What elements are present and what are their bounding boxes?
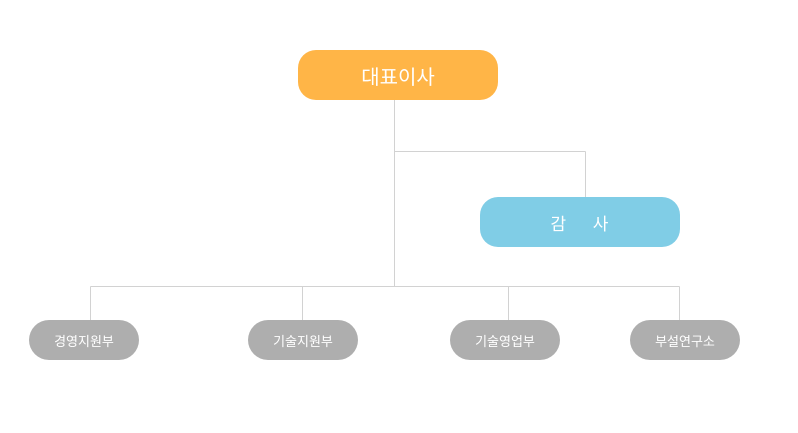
department-node-technical-support: 기술지원부 [248, 320, 358, 360]
ceo-node: 대표이사 [298, 50, 498, 100]
department-label: 기술지원부 [273, 334, 333, 350]
department-node-technical-sales: 기술영업부 [450, 320, 560, 360]
ceo-label: 대표이사 [361, 64, 435, 89]
auditor-node: 감 사 [480, 197, 680, 247]
department-node-management-support: 경영지원부 [29, 320, 139, 360]
department-label: 부설연구소 [655, 334, 715, 350]
department-label: 기술영업부 [475, 334, 535, 350]
auditor-label: 감 사 [550, 214, 610, 235]
department-label: 경영지원부 [54, 334, 114, 350]
department-node-research-institute: 부설연구소 [630, 320, 740, 360]
